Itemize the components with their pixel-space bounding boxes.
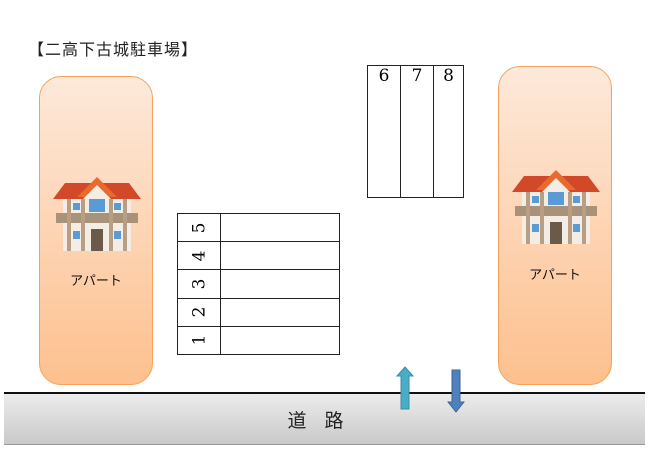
house-icon bbox=[53, 177, 141, 251]
space-number: 4 bbox=[188, 250, 209, 262]
road-label: 道路 bbox=[287, 410, 362, 432]
parking-space: 2 bbox=[177, 297, 340, 327]
space-number: 1 bbox=[188, 334, 209, 346]
parking-spaces-6-8: 6 7 8 bbox=[367, 65, 464, 198]
space-number: 2 bbox=[188, 306, 209, 318]
space-number: 7 bbox=[411, 66, 423, 86]
parking-space: 3 bbox=[177, 269, 340, 299]
parking-space: 8 bbox=[433, 65, 464, 198]
space-number: 6 bbox=[378, 66, 390, 86]
parking-spaces-1-5: 5 4 3 2 1 bbox=[177, 212, 340, 356]
road: 道路 bbox=[4, 392, 645, 445]
page-title: 【二高下古城駐車場】 bbox=[28, 40, 199, 59]
space-number: 3 bbox=[188, 278, 209, 290]
space-number: 8 bbox=[443, 66, 454, 86]
parking-space: 4 bbox=[177, 241, 340, 271]
building-label: アパート bbox=[529, 268, 581, 283]
parking-space: 5 bbox=[177, 212, 340, 243]
parking-space: 1 bbox=[177, 325, 340, 356]
arrow-down-icon bbox=[447, 369, 465, 413]
arrow-up-icon bbox=[396, 366, 414, 410]
parking-space: 7 bbox=[400, 65, 434, 198]
apartment-building-left: アパート bbox=[39, 76, 153, 385]
parking-space: 6 bbox=[367, 65, 401, 198]
building-label: アパート bbox=[70, 274, 122, 289]
space-number: 5 bbox=[188, 222, 209, 234]
apartment-building-right: アパート bbox=[498, 66, 612, 385]
house-icon bbox=[512, 170, 600, 244]
